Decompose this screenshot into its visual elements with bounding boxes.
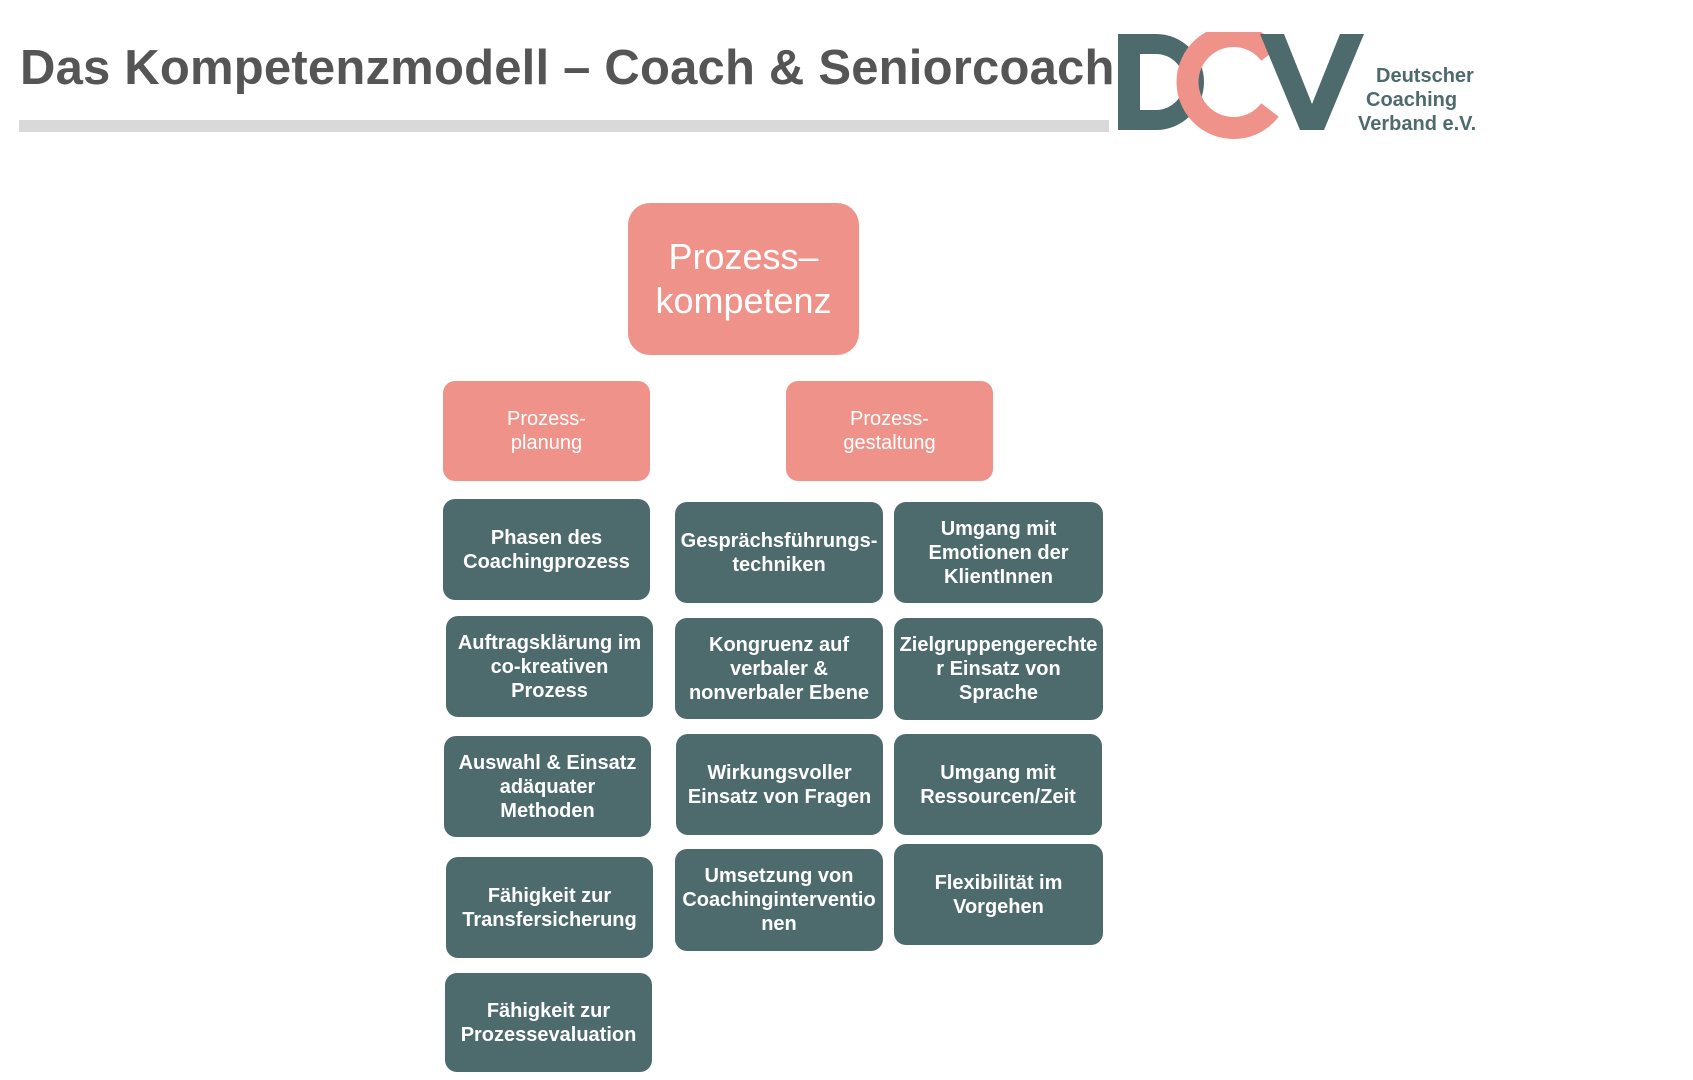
branch-box-prozessplanung: Prozess- planung (443, 381, 650, 481)
competency-box: Umgang mit Emotionen der KlientInnen (894, 502, 1103, 603)
competency-box: Umsetzung von Coachinginterventio nen (675, 849, 883, 951)
competency-box: Fähigkeit zur Transfersicherung (446, 857, 653, 958)
title-underline (19, 120, 1109, 132)
competency-box: Flexibilität im Vorgehen (894, 844, 1103, 945)
competency-box: Kongruenz auf verbaler & nonverbaler Ebe… (675, 618, 883, 719)
root-box-prozesskompetenz: Prozess– kompetenz (628, 203, 859, 355)
dcv-logo (1118, 32, 1364, 139)
competency-box: Fähigkeit zur Prozessevaluation (445, 973, 652, 1072)
page-title: Das Kompetenzmodell – Coach & Seniorcoac… (20, 41, 1115, 95)
competency-box: Phasen des Coachingprozess (443, 499, 650, 600)
logo-text-line: Verband e.V. (1358, 113, 1477, 135)
competency-box: Auswahl & Einsatz adäquater Methoden (444, 736, 651, 837)
logo-letter-v (1260, 34, 1364, 130)
logo-text: Deutscher Coaching Verband e.V. (1358, 64, 1476, 136)
logo-letter-c (1176, 32, 1279, 139)
branch-box-prozessgestaltung: Prozess- gestaltung (786, 381, 993, 481)
competency-box: Zielgruppengerechte r Einsatz von Sprach… (894, 618, 1103, 720)
logo-text-line: Deutscher (1376, 65, 1474, 87)
competency-box: Gesprächsführungs- techniken (675, 502, 883, 603)
competency-box: Auftragsklärung im co-kreativen Prozess (446, 616, 653, 717)
competency-box: Umgang mit Ressourcen/Zeit (894, 734, 1102, 835)
competency-box: Wirkungsvoller Einsatz von Fragen (676, 734, 883, 835)
logo-text-line: Coaching (1366, 89, 1458, 111)
